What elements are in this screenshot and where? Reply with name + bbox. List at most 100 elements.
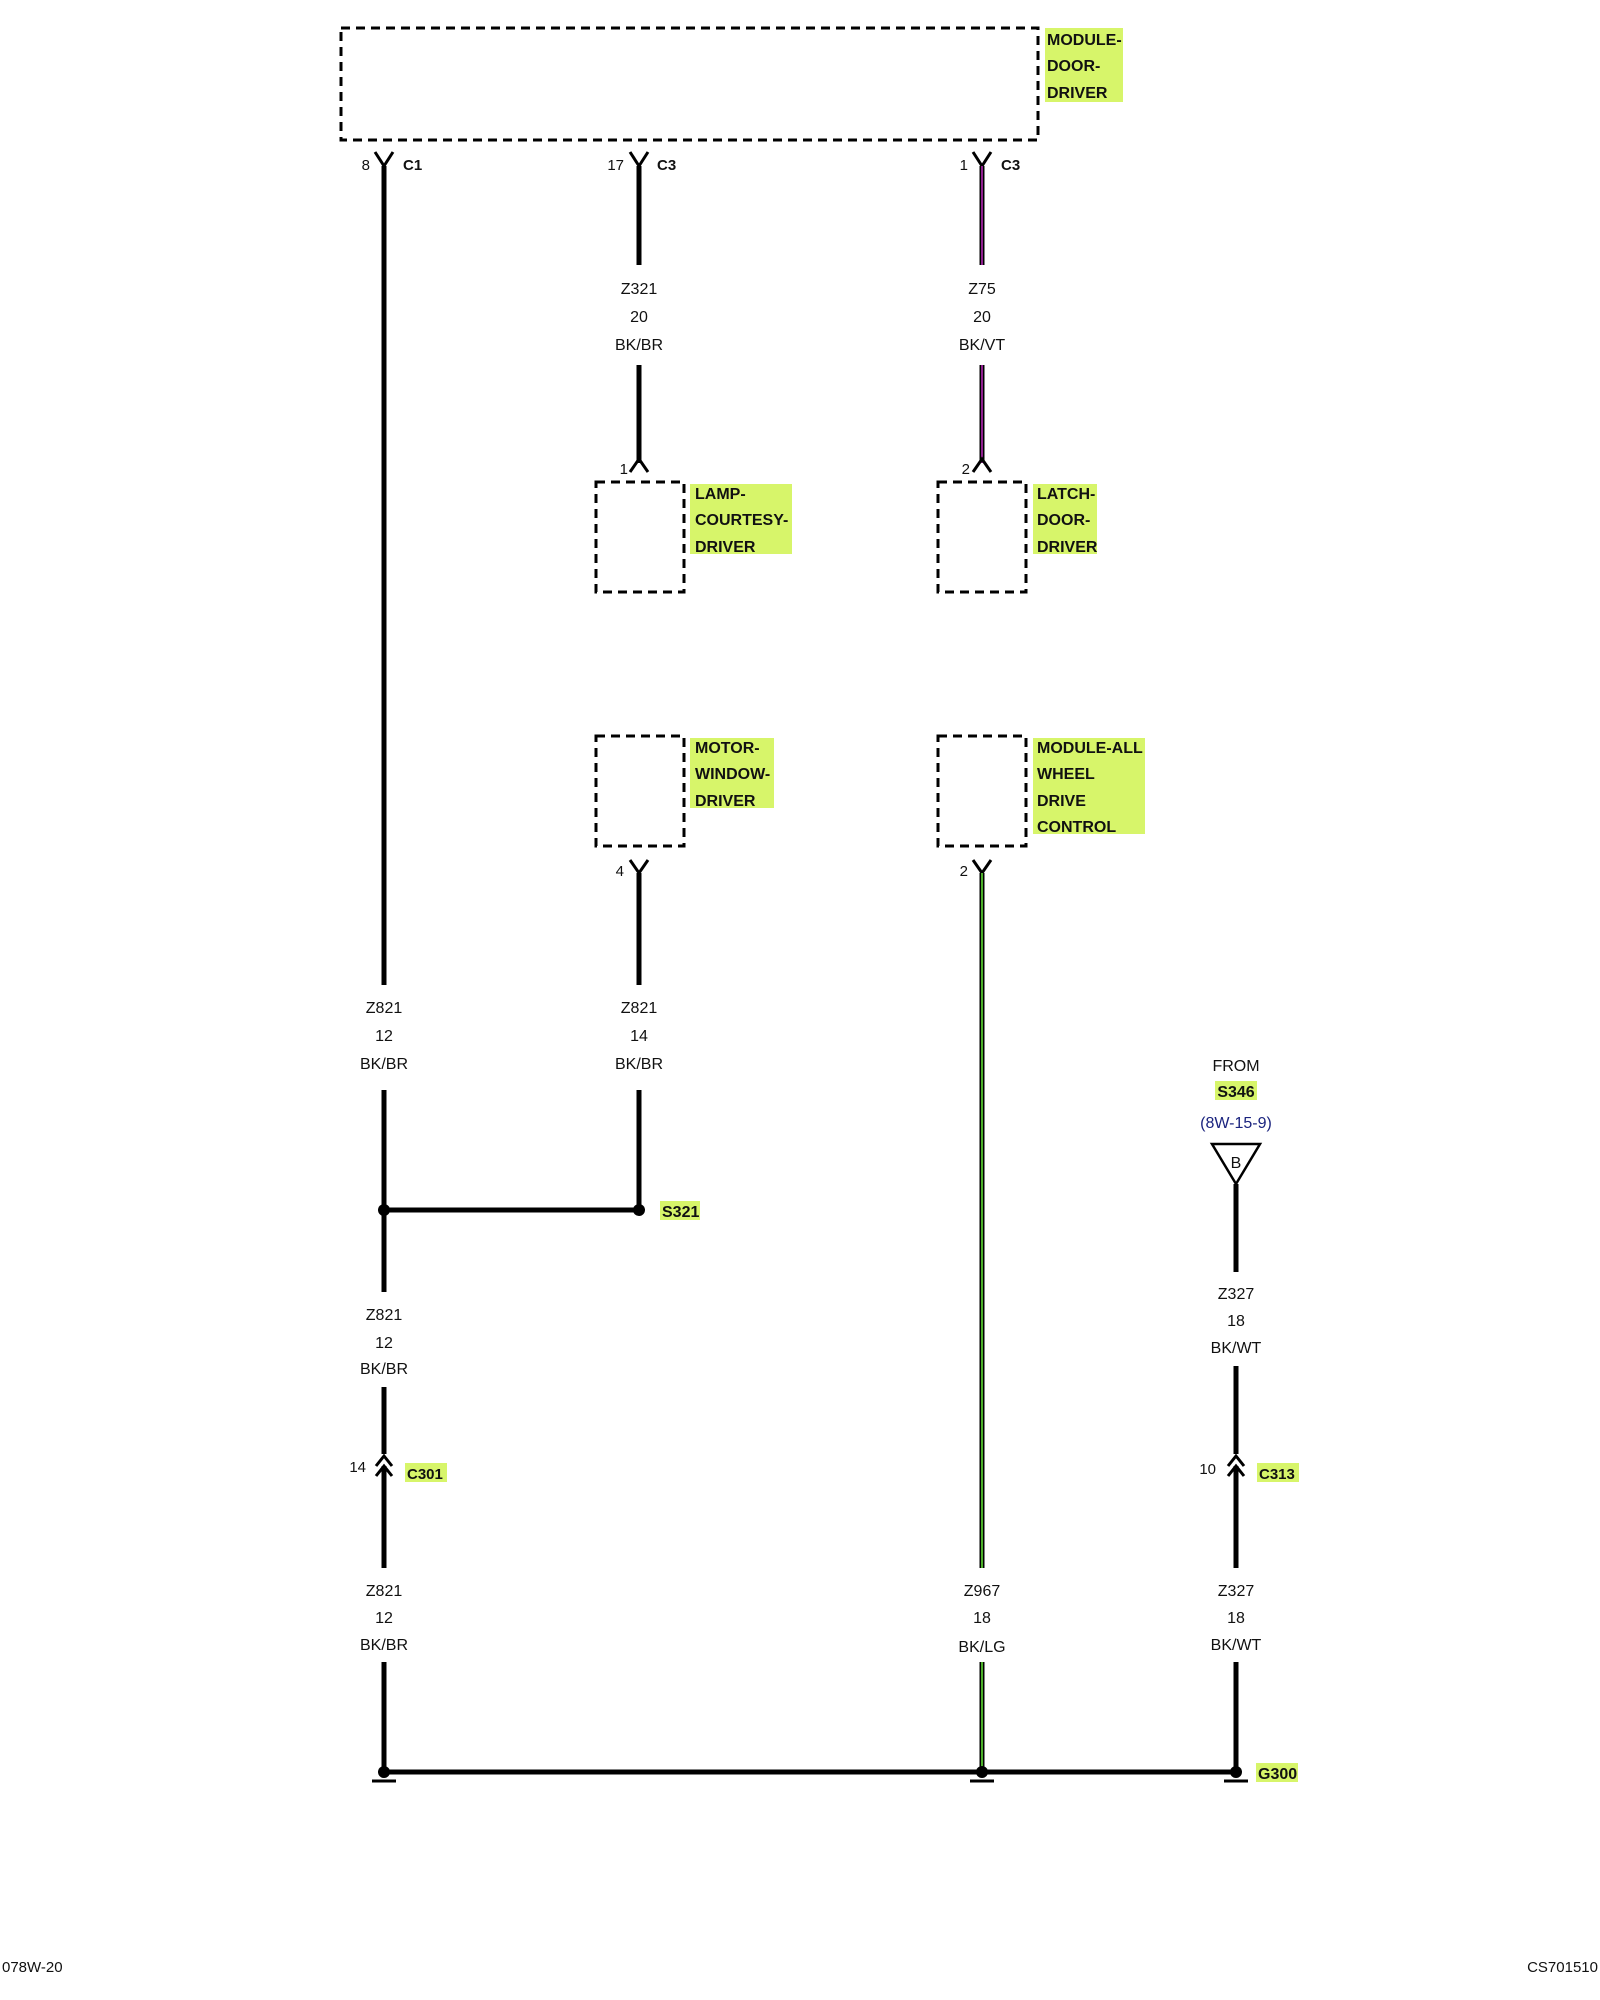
c3-pin17-number: 17 (607, 157, 624, 174)
wire-z821-d-label: Z821 12 BK/BR (360, 1583, 408, 1654)
latch-door-label-2: DOOR- (1037, 512, 1090, 529)
z821-a-circuit: Z821 (366, 1000, 403, 1017)
motor-window-highlight (690, 738, 774, 808)
footer-page-code: 078W-20 (2, 1959, 63, 1976)
module-awd-box (936, 734, 1028, 848)
z75-color: BK/VT (959, 337, 1005, 354)
c301-highlight (405, 1463, 447, 1482)
z321-color: BK/BR (615, 337, 663, 354)
latch-door-label-1: LATCH- (1037, 486, 1095, 503)
off-page-letter: B (1231, 1155, 1242, 1172)
latch-door-highlight (1033, 484, 1097, 554)
z821-b-gauge: 14 (630, 1028, 648, 1045)
ground-dot-left (378, 1766, 390, 1778)
motor-window-label-3: DRIVER (695, 793, 756, 810)
wire-z75-label: Z75 20 BK/VT (959, 281, 1005, 354)
wire-z327-a-label: Z327 18 BK/WT (1211, 1286, 1262, 1357)
z821-d-color: BK/BR (360, 1637, 408, 1654)
c313-pin-number: 10 (1199, 1461, 1216, 1478)
wire-z821-c-label: Z821 12 BK/BR (360, 1307, 408, 1378)
lamp-pin-number: 1 (620, 461, 628, 478)
connector-c3-pin1[interactable]: 1 C3 (960, 151, 1021, 174)
ground-dot-right (1230, 1766, 1242, 1778)
ground-g300[interactable]: G300 (372, 1763, 1298, 1783)
splice-dot-right (633, 1204, 645, 1216)
page-reference-link[interactable]: (8W-15-9) (1200, 1115, 1272, 1132)
z321-circuit: Z321 (621, 281, 658, 298)
latch-pin-number: 2 (962, 461, 970, 478)
motor-window-box (594, 734, 686, 848)
z327-a-circuit: Z327 (1218, 1286, 1255, 1303)
lamp-courtesy-box (594, 480, 686, 594)
latch-door-driver[interactable]: 2 LATCH- DOOR- DRIVER (936, 456, 1098, 594)
module-door-driver-label-2: DOOR- (1047, 58, 1100, 75)
lamp-courtesy-label-2: COURTESY- (695, 512, 788, 529)
off-page-triangle-icon (1209, 1142, 1263, 1187)
module-awd-label-4: CONTROL (1037, 819, 1116, 836)
module-door-driver-highlight (1045, 28, 1123, 102)
c313-highlight (1257, 1463, 1299, 1482)
z327-a-gauge: 18 (1227, 1313, 1245, 1330)
z821-d-gauge: 12 (375, 1610, 393, 1627)
lamp-courtesy-label-3: DRIVER (695, 539, 756, 556)
footer-diagram-code: CS701510 (1527, 1959, 1598, 1976)
motor-window-label-1: MOTOR- (695, 740, 760, 757)
z821-a-color: BK/BR (360, 1056, 408, 1073)
connector-c3-pin17[interactable]: 17 C3 (607, 151, 676, 174)
c1-connector-label: C1 (403, 157, 422, 174)
connector-c1-pin8[interactable]: 8 C1 (362, 151, 423, 174)
c3-pin1-connector-label: C3 (1001, 157, 1020, 174)
from-s346-reference[interactable]: FROM S346 (8W-15-9) B (1200, 1058, 1272, 1187)
z967-gauge: 18 (973, 1610, 991, 1627)
module-door-driver-box (339, 26, 1040, 142)
c3-pin17-connector-label: C3 (657, 157, 676, 174)
z327-b-gauge: 18 (1227, 1610, 1245, 1627)
c3-pin1-number: 1 (960, 157, 968, 174)
module-awd-label-1: MODULE-ALL (1037, 740, 1143, 757)
motor-window-driver[interactable]: MOTOR- WINDOW- DRIVER 4 (594, 734, 774, 880)
s321-highlight (660, 1201, 700, 1220)
z75-circuit: Z75 (968, 281, 996, 298)
module-door-driver-label-1: MODULE- (1047, 32, 1122, 49)
z821-c-color: BK/BR (360, 1361, 408, 1378)
z967-color: BK/LG (958, 1639, 1005, 1656)
c301-pin-number: 14 (349, 1459, 366, 1476)
wire-z821-a-label: Z821 12 BK/BR (360, 1000, 408, 1073)
wire-z967-label: Z967 18 BK/LG (958, 1583, 1005, 1656)
connector-c313[interactable]: 10 C313 (1199, 1453, 1299, 1483)
module-awd-label-3: DRIVE (1037, 793, 1086, 810)
z321-gauge: 20 (630, 309, 648, 326)
awd-pin-number: 2 (960, 863, 968, 880)
motor-window-label-2: WINDOW- (695, 766, 770, 783)
module-door-driver[interactable]: MODULE- DOOR- DRIVER (339, 26, 1123, 142)
z967-circuit: Z967 (964, 1583, 1001, 1600)
wire-z327-b-label: Z327 18 BK/WT (1211, 1583, 1262, 1654)
from-label: FROM (1212, 1058, 1259, 1075)
latch-door-box (936, 480, 1028, 594)
s346-highlight (1215, 1081, 1257, 1100)
c1-pin-number: 8 (362, 157, 370, 174)
c313-connector-label: C313 (1259, 1466, 1295, 1483)
connector-c301[interactable]: 14 C301 (349, 1453, 447, 1483)
z821-b-circuit: Z821 (621, 1000, 658, 1017)
g300-label: G300 (1258, 1766, 1297, 1783)
latch-door-label-3: DRIVER (1037, 539, 1098, 556)
wire-z821-b-label: Z821 14 BK/BR (615, 1000, 663, 1073)
z821-d-circuit: Z821 (366, 1583, 403, 1600)
s321-label: S321 (662, 1204, 699, 1221)
lamp-courtesy-driver[interactable]: 1 LAMP- COURTESY- DRIVER (594, 456, 792, 594)
z821-a-gauge: 12 (375, 1028, 393, 1045)
module-awd-control[interactable]: MODULE-ALL WHEEL DRIVE CONTROL 2 (936, 734, 1145, 880)
z821-c-circuit: Z821 (366, 1307, 403, 1324)
wire-z321-label: Z321 20 BK/BR (615, 281, 663, 354)
z327-a-color: BK/WT (1211, 1340, 1262, 1357)
z821-b-color: BK/BR (615, 1056, 663, 1073)
splice-s321[interactable]: S321 (378, 1201, 700, 1221)
g300-highlight (1256, 1763, 1298, 1782)
module-awd-highlight (1033, 738, 1145, 834)
lamp-courtesy-highlight (690, 484, 792, 554)
z327-b-circuit: Z327 (1218, 1583, 1255, 1600)
ground-dot-middle (976, 1766, 988, 1778)
z75-gauge: 20 (973, 309, 991, 326)
